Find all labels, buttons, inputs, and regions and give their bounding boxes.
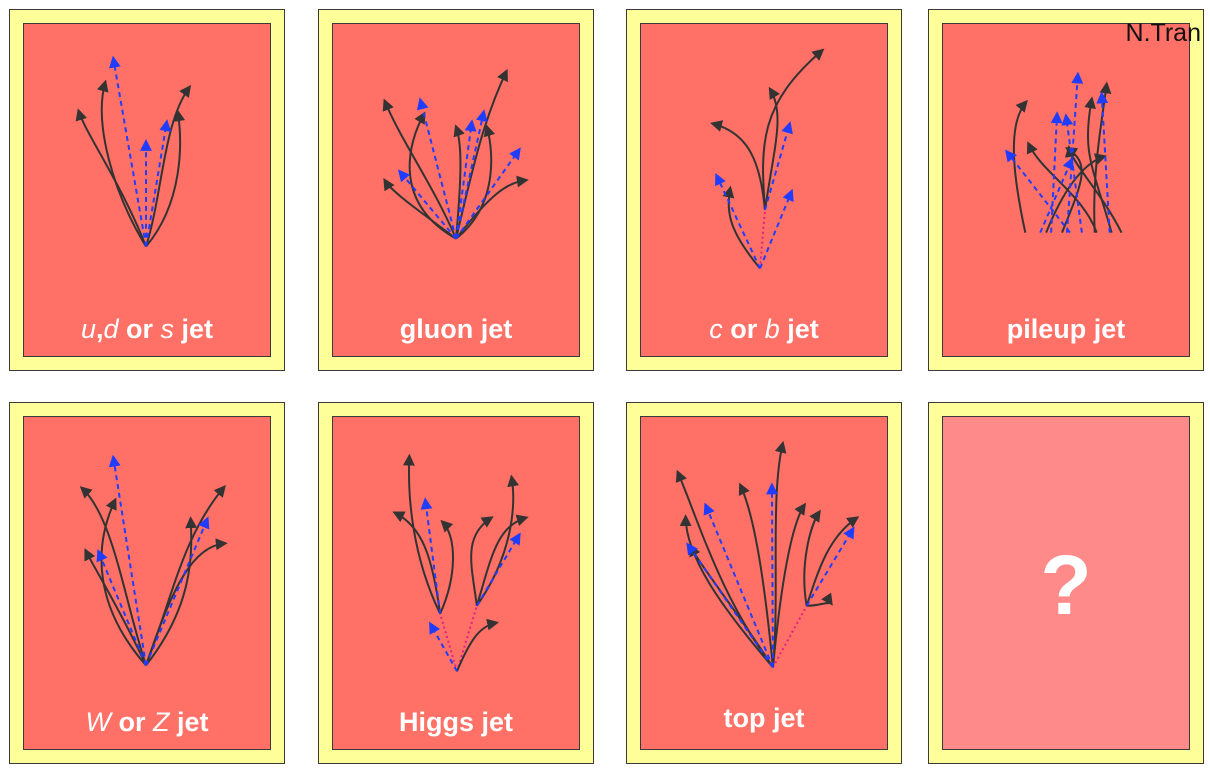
label-part: s xyxy=(160,314,175,344)
jet-track-diagram xyxy=(382,68,529,240)
label-part: c xyxy=(709,314,723,344)
card-label: pileup jet xyxy=(943,314,1189,345)
label-part: jet xyxy=(779,314,819,344)
author-credit: N.Tran xyxy=(1125,19,1201,47)
jet-track-diagram xyxy=(710,48,825,269)
label-part: W xyxy=(85,707,111,737)
jet-track-diagram xyxy=(75,55,192,248)
jet-card-light-quark: u,d or s jet xyxy=(9,9,285,371)
label-part: d xyxy=(103,314,119,344)
card-face: gluon jet xyxy=(332,23,580,357)
jet-card-heavy-quark: c or b jet xyxy=(626,9,902,371)
label-part: top jet xyxy=(723,703,805,733)
label-part: or xyxy=(118,314,161,344)
card-label: c or b jet xyxy=(641,314,887,345)
jet-track-diagram xyxy=(675,440,860,668)
card-label: W or Z jet xyxy=(24,707,270,738)
label-part: gluon jet xyxy=(399,314,513,344)
question-mark: ? xyxy=(1040,538,1092,632)
label-part: pileup jet xyxy=(1006,314,1126,344)
label-part: or xyxy=(110,707,153,737)
jet-track-diagram xyxy=(1005,71,1123,234)
card-label: gluon jet xyxy=(333,314,579,345)
card-face: u,d or s jet xyxy=(23,23,271,357)
card-face: Higgs jet xyxy=(332,416,580,750)
label-part: Z xyxy=(152,707,170,737)
jet-card-w-z-boson: W or Z jet xyxy=(9,402,285,764)
jet-card-unknown: ? xyxy=(928,402,1204,764)
card-label: Higgs jet xyxy=(333,707,579,738)
label-part: jet xyxy=(169,707,209,737)
jet-card-higgs: Higgs jet xyxy=(318,402,594,764)
label-part: or xyxy=(722,314,765,344)
jet-track-diagram xyxy=(79,454,228,666)
card-face: W or Z jet xyxy=(23,416,271,750)
jet-card-gluon: gluon jet xyxy=(318,9,594,371)
label-part: Higgs jet xyxy=(398,707,513,737)
jet-card-top: top jet xyxy=(626,402,902,764)
label-part: , xyxy=(95,314,104,344)
card-label: u,d or s jet xyxy=(24,314,270,345)
card-face: top jet xyxy=(640,416,888,750)
jet-track-diagram xyxy=(392,453,529,672)
card-label: top jet xyxy=(641,703,887,734)
card-face: c or b jet xyxy=(640,23,888,357)
card-face: pileup jet xyxy=(942,23,1190,357)
card-face: ? xyxy=(942,416,1190,750)
label-part: jet xyxy=(174,314,214,344)
label-part: u xyxy=(80,314,96,344)
jet-card-pileup: pileup jet N.Tran xyxy=(928,9,1204,371)
label-part: b xyxy=(764,314,780,344)
